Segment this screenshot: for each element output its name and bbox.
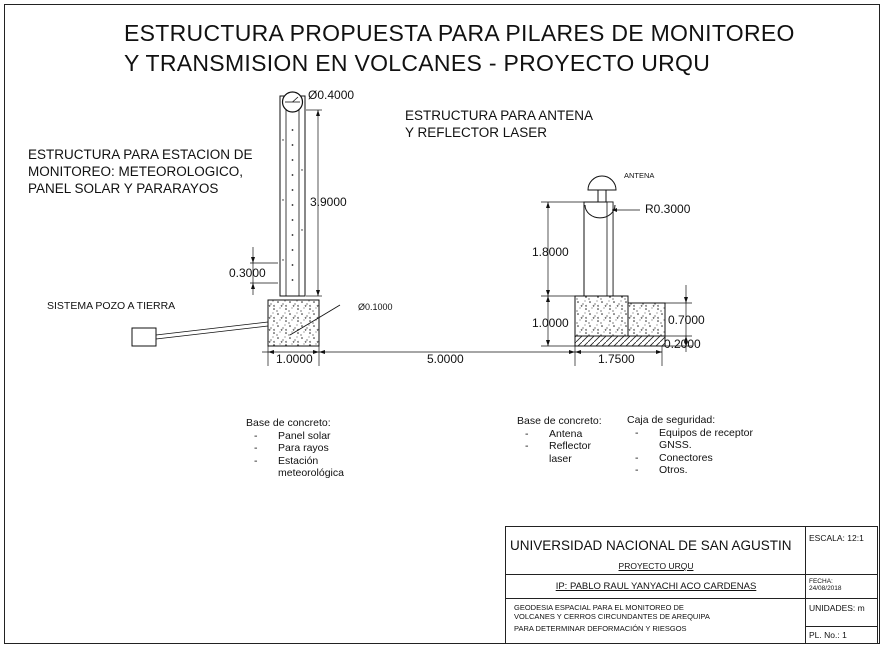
notes-middle: Base de concreto: Antena Reflector laser bbox=[517, 415, 627, 465]
antenna-heading-2: Y REFLECTOR LASER bbox=[405, 125, 548, 140]
notes-left-title: Base de concreto: bbox=[246, 417, 331, 429]
notes-right-item: Otros. bbox=[627, 464, 787, 477]
base-step-dim: 0.3000 bbox=[229, 266, 266, 280]
box-height-dim: 0.7000 bbox=[668, 313, 705, 327]
tb-date-cell: FECHA: 24/08/2018 bbox=[806, 575, 877, 599]
date-label: FECHA: bbox=[809, 578, 833, 585]
drawing-frame bbox=[4, 4, 880, 644]
title-block: UNIVERSIDAD NACIONAL DE SAN AGUSTIN PROY… bbox=[505, 526, 878, 644]
description-line-1: GEODESIA ESPACIAL PARA EL MONITOREO DE bbox=[514, 603, 684, 612]
station-heading-3: PANEL SOLAR Y PARARAYOS bbox=[28, 181, 219, 196]
scale-label: ESCALA: 12:1 bbox=[809, 533, 864, 543]
station-heading-2: MONITOREO: METEOROLOGICO, bbox=[28, 164, 244, 179]
description-line-3: PARA DETERMINAR DEFORMACIÓN Y RIESGOS bbox=[514, 624, 687, 633]
right-base-height-dim: 1.0000 bbox=[532, 316, 569, 330]
antenna-pillar bbox=[541, 175, 692, 366]
notes-right-item: Equipos de receptor GNSS. bbox=[627, 427, 769, 452]
antenna-label: ANTENA bbox=[624, 171, 655, 180]
notes-middle-title: Base de concreto: bbox=[517, 415, 602, 427]
monitoring-pillar bbox=[131, 91, 662, 366]
notes-left-item: Panel solar bbox=[246, 430, 396, 443]
notes-left-item: Estación meteorológica bbox=[246, 455, 354, 480]
description-line-2: VOLCANES Y CERROS CIRCUNDANTES DE AREQUI… bbox=[514, 612, 710, 621]
ground-system-label: SISTEMA POZO A TIERRA bbox=[47, 300, 176, 312]
title-line-2: Y TRANSMISION EN VOLCANES - PROYECTO URQ… bbox=[124, 50, 711, 76]
box-base-dim: 0.2000 bbox=[664, 337, 701, 351]
title-line-1: ESTRUCTURA PROPUESTA PARA PILARES DE MON… bbox=[124, 20, 795, 46]
notes-right-item: Conectores bbox=[627, 452, 787, 465]
project-name: PROYECTO URQU bbox=[618, 561, 694, 571]
tb-units-cell: UNIDADES: m bbox=[806, 599, 877, 627]
mast-height-dim: 1.8000 bbox=[532, 245, 569, 259]
separation-dim: 5.0000 bbox=[427, 352, 464, 366]
ip-name: IP: PABLO RAUL YANYACHI ACO CARDENAS bbox=[555, 581, 757, 592]
pole-diameter-dim: Ø0.4000 bbox=[308, 88, 355, 102]
notes-left-item: Para rayos bbox=[246, 442, 396, 455]
tb-university-cell: UNIVERSIDAD NACIONAL DE SAN AGUSTIN PROY… bbox=[506, 527, 806, 575]
notes-middle-item: Antena bbox=[517, 428, 627, 441]
notes-middle-item: Reflector laser bbox=[517, 440, 597, 465]
plate-label: PL. No.: 1 bbox=[809, 630, 847, 640]
right-base-width-dim: 1.7500 bbox=[598, 352, 635, 366]
units-label: UNIDADES: m bbox=[809, 603, 865, 613]
date-value: 24/08/2018 bbox=[809, 585, 842, 592]
university-name: UNIVERSIDAD NACIONAL DE SAN AGUSTIN bbox=[510, 538, 792, 553]
dome-radius-dim: R0.3000 bbox=[645, 202, 691, 216]
left-base-width-dim: 1.0000 bbox=[276, 352, 313, 366]
notes-right-title: Caja de seguridad: bbox=[627, 414, 716, 426]
rod-diameter-dim: Ø0.1000 bbox=[358, 302, 393, 312]
tb-scale-cell: ESCALA: 12:1 bbox=[806, 527, 877, 575]
notes-left: Base de concreto: Panel solar Para rayos… bbox=[246, 417, 396, 480]
pole-height-dim: 3.9000 bbox=[310, 195, 347, 209]
tb-description-cell: GEODESIA ESPACIAL PARA EL MONITOREO DE V… bbox=[506, 599, 806, 643]
tb-ip-cell: IP: PABLO RAUL YANYACHI ACO CARDENAS bbox=[506, 575, 806, 599]
station-heading-1: ESTRUCTURA PARA ESTACION DE bbox=[28, 147, 253, 162]
antenna-heading-1: ESTRUCTURA PARA ANTENA bbox=[405, 108, 594, 123]
tb-plate-cell: PL. No.: 1 bbox=[806, 627, 877, 643]
notes-right: Caja de seguridad: Equipos de receptor G… bbox=[627, 414, 787, 477]
